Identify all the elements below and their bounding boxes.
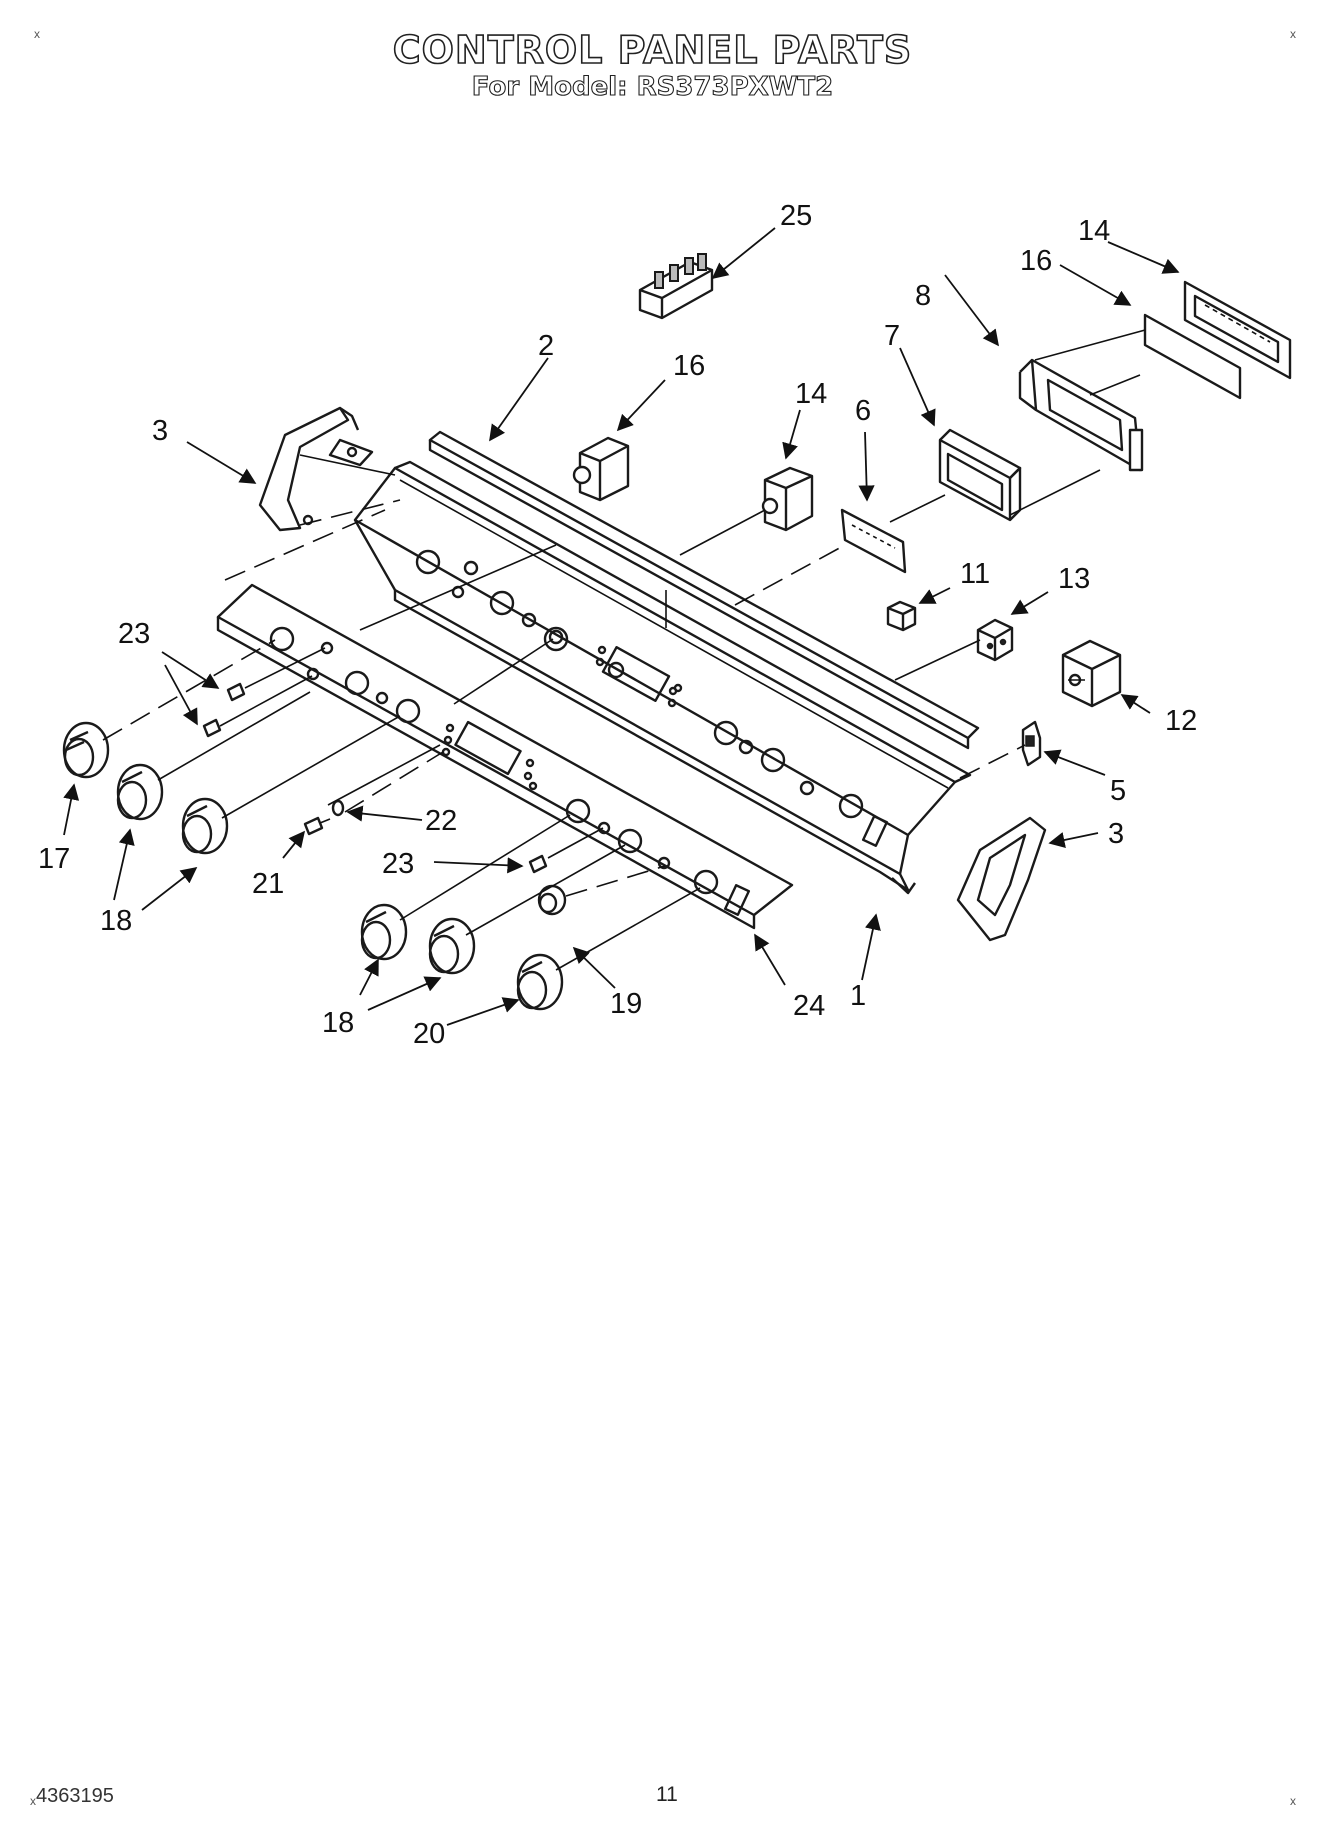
screw-part-21 [303,816,331,836]
callout-19: 19 [610,988,642,1020]
callout-5: 5 [1110,775,1126,807]
callout-24: 24 [793,990,825,1022]
callout-9: 14 [1078,215,1110,247]
screw-part-23-c [528,854,548,874]
model-subtitle: For Model: RS373PXWT2 [471,71,834,102]
knob-part-18-d [428,917,476,975]
callout-18-b: 18 [322,1007,354,1039]
rocker-switch-part-5 [1021,720,1042,767]
registration-marks: x x x x [30,27,1296,1808]
svg-text:x: x [34,27,40,41]
callout-14: 14 [795,378,827,410]
front-overlay-part-24 [216,583,794,930]
switch-part-14 [761,466,814,532]
callout-8: 8 [915,280,931,312]
display-housing-part-7 [938,428,1022,522]
knob-part-17 [62,721,110,779]
callout-18-a: 18 [100,905,132,937]
block-part-11 [886,600,917,632]
washer-part-22 [331,799,345,817]
switch-part-16 [572,436,630,502]
callout-11: 11 [960,558,990,590]
callout-21: 21 [252,868,284,900]
display-lens-part-6 [840,508,907,574]
button-part-19 [537,884,567,916]
display-bezel-part-9 [1183,280,1292,380]
callout-17: 17 [38,843,70,875]
callout-22: 22 [425,805,457,837]
callout-3-left: 3 [152,415,168,447]
page-number: 11 [656,1783,678,1806]
callout-25: 25 [780,200,812,232]
callout-labels: 25 14 16 8 7 2 16 14 6 3 11 13 23 12 5 2… [38,200,1197,1050]
screw-part-23-b [202,718,222,738]
bracket-part-8 [1018,358,1144,472]
knob-part-18-c [360,903,408,961]
callout-7: 7 [884,320,900,352]
callout-20: 20 [413,1018,445,1050]
svg-text:x: x [1290,27,1296,41]
console-housing-part-1 [353,460,972,895]
callout-1: 1 [850,980,866,1012]
callout-10: 16 [1020,245,1052,277]
leader-arrows [63,227,1180,1026]
callout-16: 16 [673,350,705,382]
end-cap-right-part-3 [956,816,1047,942]
svg-text:x: x [1290,1794,1296,1808]
assembly-lines [102,329,1146,971]
knob-part-18-b [181,797,229,855]
callout-2: 2 [538,330,554,362]
document-number: 4363195 [36,1785,114,1807]
svg-text:x: x [30,1794,36,1808]
switch-part-13 [976,618,1014,662]
callout-6: 6 [855,395,871,427]
callout-13: 13 [1058,563,1090,595]
connector-part-25 [638,253,714,320]
switch-part-12 [1061,639,1122,708]
top-trim-part-2 [428,430,980,750]
knob-part-18-a [116,763,164,821]
knob-part-20 [516,953,564,1011]
callout-3-right: 3 [1108,818,1124,850]
screw-part-23-a [226,682,246,702]
callout-23-b: 23 [382,848,414,880]
lens-film-part-10 [1143,313,1242,400]
end-cap-left-part-3 [258,406,374,532]
callout-23-a: 23 [118,618,150,650]
page-title: CONTROL PANEL PARTS [392,27,913,73]
callout-12: 12 [1165,705,1197,737]
